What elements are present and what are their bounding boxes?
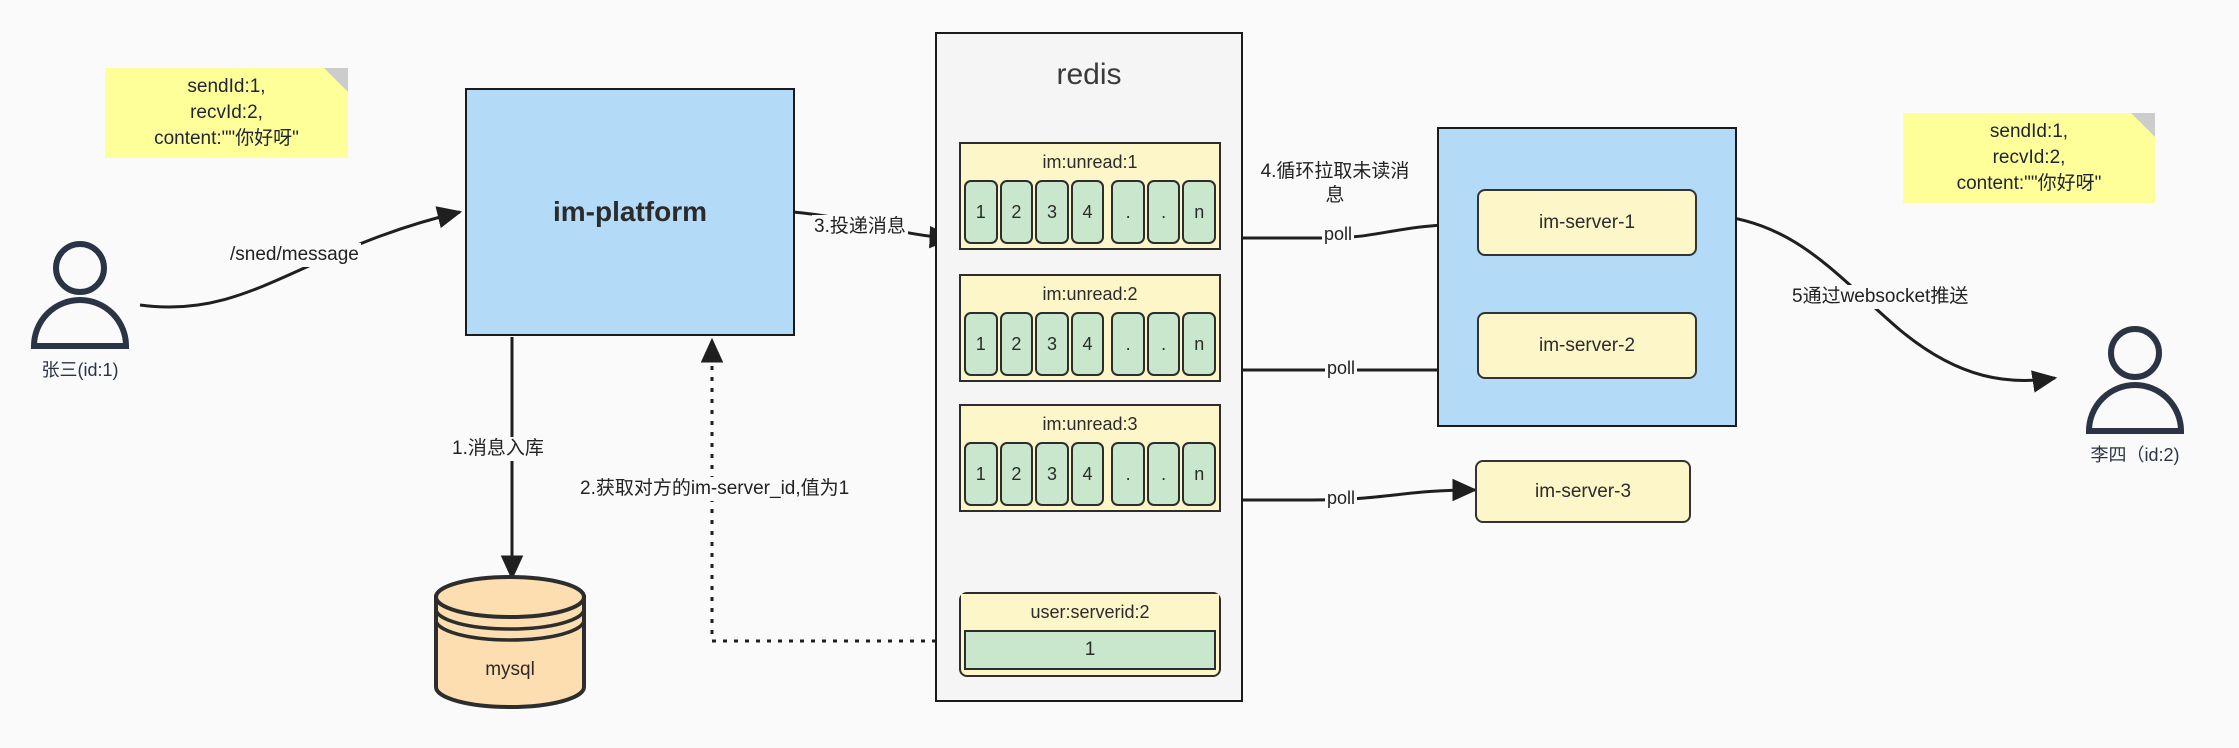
redis-cell[interactable]: .	[1111, 442, 1145, 506]
redis-list-key: im:unread:1	[961, 144, 1219, 180]
redis-cell[interactable]: 3	[1035, 180, 1069, 244]
edge-label-step3: 3.投递消息	[812, 215, 908, 239]
redis-kv-key: user:serverid:2	[961, 594, 1219, 630]
im-server-3-box[interactable]: im-server-3	[1475, 460, 1691, 523]
redis-kv-value[interactable]: 1	[964, 630, 1216, 670]
im-server-1-label: im-server-1	[1538, 211, 1636, 233]
redis-cell[interactable]: 4	[1070, 312, 1105, 376]
redis-cell[interactable]: 2	[999, 312, 1034, 376]
redis-cell[interactable]: .	[1146, 180, 1181, 244]
mysql-database[interactable]: mysql	[428, 575, 593, 715]
redis-cell[interactable]: 2	[999, 180, 1034, 244]
actor-lisi-label: 李四（id:2)	[2090, 445, 2180, 465]
redis-cell[interactable]: 3	[1035, 442, 1069, 506]
im-server-3-label: im-server-3	[1534, 480, 1632, 502]
redis-cell[interactable]: 4	[1070, 442, 1105, 506]
redis-list-im-unread-1[interactable]: im:unread:1 1 2 3 4 . . n	[959, 142, 1221, 250]
redis-kv-user-serverid[interactable]: user:serverid:2 1	[959, 592, 1221, 677]
redis-list-key: im:unread:2	[961, 276, 1219, 312]
im-server-2-label: im-server-2	[1538, 334, 1636, 356]
im-server-1-box[interactable]: im-server-1	[1477, 189, 1697, 256]
im-server-group: im-server-1 im-server-2	[1437, 127, 1737, 427]
database-cylinder-icon: mysql	[434, 575, 586, 709]
redis-cell[interactable]: n	[1182, 442, 1217, 506]
note-fold-icon	[2131, 113, 2155, 137]
redis-list-im-unread-3[interactable]: im:unread:3 1 2 3 4 . . n	[959, 404, 1221, 512]
redis-list-im-unread-2[interactable]: im:unread:2 1 2 3 4 . . n	[959, 274, 1221, 382]
mysql-label: mysql	[485, 659, 535, 680]
redis-container: redis im:unread:1 1 2 3 4 . . n im:unrea…	[935, 32, 1243, 702]
note-right-text: sendId:1, recvId:2, content:""你好呀"	[1956, 121, 2102, 194]
edge-label-poll-1: poll	[1322, 222, 1355, 246]
redis-cell[interactable]: n	[1182, 180, 1217, 244]
redis-cell[interactable]: .	[1111, 180, 1145, 244]
redis-list-cells: 1 2 3 4 . . n	[961, 312, 1219, 379]
redis-list-cells: 1 2 3 4 . . n	[961, 442, 1219, 509]
person-icon	[30, 241, 130, 349]
actor-zhangsan: 张三(id:1)	[20, 240, 140, 382]
note-left-text: sendId:1, recvId:2, content:""你好呀"	[154, 76, 299, 149]
edge-label-step4: 4.循环拉取未读消 息	[1258, 160, 1412, 208]
edge-label-poll-3: poll	[1325, 486, 1358, 510]
redis-cell[interactable]: 1	[964, 312, 998, 376]
redis-cell[interactable]: .	[1146, 442, 1181, 506]
redis-cell[interactable]: 1	[964, 442, 998, 506]
redis-cell[interactable]: 2	[999, 442, 1034, 506]
redis-cell[interactable]: 4	[1070, 180, 1105, 244]
actor-zhangsan-label: 张三(id:1)	[41, 360, 119, 380]
redis-cell[interactable]: n	[1182, 312, 1217, 376]
redis-title: redis	[1056, 58, 1122, 91]
redis-cell[interactable]: .	[1111, 312, 1145, 376]
person-icon	[2085, 326, 2185, 434]
redis-list-key: im:unread:3	[961, 406, 1219, 442]
im-platform-label: im-platform	[553, 196, 707, 227]
redis-cell[interactable]: 1	[964, 180, 998, 244]
note-right: sendId:1, recvId:2, content:""你好呀"	[1903, 113, 2155, 203]
edge-label-step5: 5通过websocket推送	[1790, 285, 1971, 309]
redis-list-cells: 1 2 3 4 . . n	[961, 180, 1219, 247]
edge-label-send-message: /sned/message	[228, 243, 361, 267]
note-left: sendId:1, recvId:2, content:""你好呀"	[105, 68, 348, 158]
note-fold-icon	[324, 68, 348, 92]
redis-cell[interactable]: 3	[1035, 312, 1069, 376]
edge-label-step2: 2.获取对方的im-server_id,值为1	[578, 477, 852, 501]
edge-label-step1: 1.消息入库	[450, 437, 546, 461]
actor-lisi: 李四（id:2)	[2075, 325, 2195, 467]
im-server-2-box[interactable]: im-server-2	[1477, 312, 1697, 379]
redis-cell[interactable]: .	[1146, 312, 1181, 376]
edge-label-poll-2: poll	[1325, 356, 1358, 380]
im-platform-box[interactable]: im-platform	[465, 88, 795, 336]
